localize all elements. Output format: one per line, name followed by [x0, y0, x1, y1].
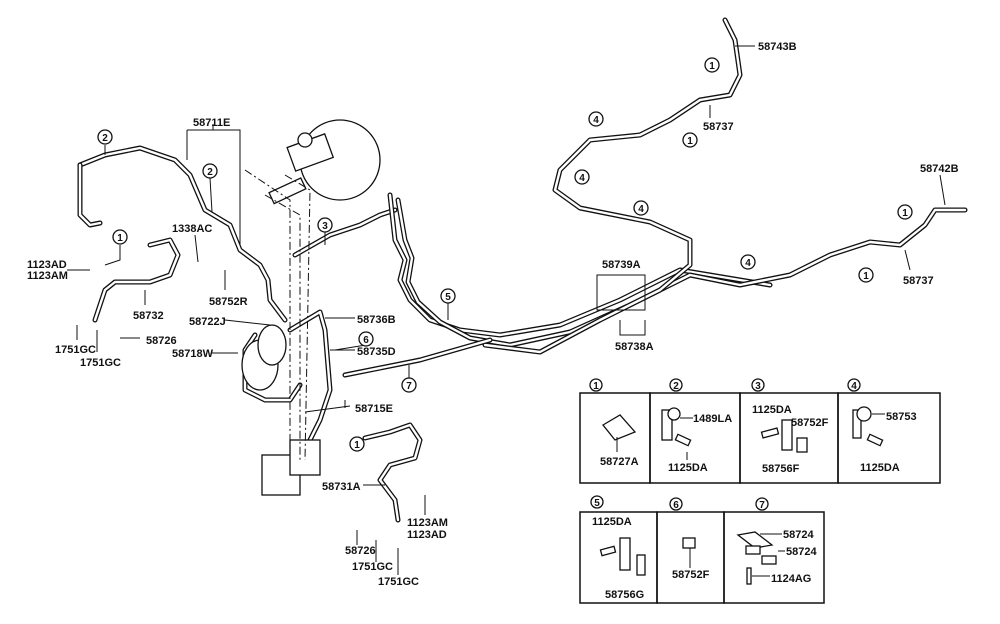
svg-text:4: 4 [593, 115, 599, 126]
label-1123AD: 1123AD [407, 529, 447, 541]
callout-2-mid: 2 [202, 163, 218, 179]
svg-text:1: 1 [354, 440, 360, 451]
svg-text:6: 6 [673, 500, 679, 511]
svg-text:1125DA: 1125DA [752, 404, 792, 416]
svg-text:1: 1 [863, 271, 869, 282]
svg-text:1: 1 [117, 233, 123, 244]
svg-text:1125DA: 1125DA [668, 462, 708, 474]
svg-text:1: 1 [902, 208, 908, 219]
callout-1-right: 1 [897, 204, 913, 220]
part-labels: 58711E 58743B 58737 58742B 58737 1338AC … [27, 41, 959, 588]
svg-text:58727A: 58727A [600, 456, 639, 468]
detail-box-4: 4 58753 1125DA [837, 378, 941, 484]
label-58726: 58726 [345, 545, 376, 557]
label-58711E: 58711E [193, 117, 230, 129]
label-58742B: 58742B [920, 163, 959, 175]
svg-text:58724: 58724 [783, 529, 814, 541]
callout-1-top2: 1 [682, 132, 698, 148]
detail-box-6: 6 58752F [656, 497, 725, 604]
label-1751GC: 1751GC [55, 344, 96, 356]
label-58737: 58737 [703, 121, 734, 133]
callout-1-left: 1 [112, 229, 128, 245]
svg-text:58756F: 58756F [762, 463, 800, 475]
callout-2-upper: 2 [97, 129, 113, 145]
svg-text:58752F: 58752F [672, 569, 710, 581]
svg-text:3: 3 [755, 381, 761, 392]
svg-text:2: 2 [207, 167, 213, 178]
svg-text:1489LA: 1489LA [693, 413, 732, 425]
callout-4-a: 4 [588, 111, 604, 127]
callout-3: 3 [317, 217, 333, 233]
label-1751GC: 1751GC [352, 561, 393, 573]
label-58722J: 58722J [189, 316, 226, 328]
svg-text:5: 5 [445, 292, 451, 303]
label-58736B: 58736B [357, 314, 396, 326]
label-58715E: 58715E [355, 403, 393, 415]
callout-4-c: 4 [633, 200, 649, 216]
callout-1-right2: 1 [858, 267, 874, 283]
brake-booster [268, 119, 381, 205]
svg-text:58752F: 58752F [791, 417, 829, 429]
label-1123AM: 1123AM [407, 517, 448, 529]
label-58731A: 58731A [322, 481, 361, 493]
callout-1-top: 1 [704, 57, 720, 73]
label-58735D: 58735D [357, 346, 396, 358]
label-58752R: 58752R [209, 296, 248, 308]
svg-text:3: 3 [322, 221, 328, 232]
callout-7: 7 [401, 377, 417, 393]
callout-5: 5 [440, 288, 456, 304]
label-1123AM: 1123AM [27, 270, 68, 282]
detail-box-5: 5 1125DA 58756G [579, 495, 658, 604]
label-1338AC: 1338AC [172, 223, 212, 235]
detail-box-2: 2 1489LA 1125DA [649, 378, 741, 484]
svg-text:1124AG: 1124AG [771, 573, 811, 585]
dashed-guide-lines [244, 169, 311, 461]
svg-text:1: 1 [709, 61, 715, 72]
svg-text:5: 5 [594, 498, 600, 509]
abs-hydraulic-unit [241, 324, 321, 496]
svg-text:7: 7 [406, 381, 412, 392]
svg-text:58756G: 58756G [605, 589, 644, 601]
svg-text:4: 4 [638, 204, 644, 215]
brake-pipes [77, 17, 968, 523]
svg-text:2: 2 [673, 381, 679, 392]
label-58718W: 58718W [172, 348, 214, 360]
svg-text:4: 4 [745, 258, 751, 269]
svg-text:6: 6 [363, 335, 369, 346]
svg-text:58753: 58753 [886, 411, 917, 423]
callout-1-bottom: 1 [349, 436, 365, 452]
label-1751GC: 1751GC [80, 357, 121, 369]
label-58738A: 58738A [615, 341, 654, 353]
label-1123AD: 1123AD [27, 259, 67, 271]
label-58743B: 58743B [758, 41, 797, 53]
detail-box-1: 1 58727A [579, 378, 651, 484]
svg-text:1: 1 [593, 381, 599, 392]
callout-4-b: 4 [574, 169, 590, 185]
detail-box-3: 3 1125DA 58752F 58756F [739, 378, 839, 484]
svg-text:2: 2 [102, 133, 108, 144]
svg-text:1125DA: 1125DA [860, 462, 900, 474]
label-58737: 58737 [903, 275, 934, 287]
svg-text:58724: 58724 [786, 546, 817, 558]
label-1751GC: 1751GC [378, 576, 419, 588]
leader-lines [67, 45, 946, 575]
label-58726: 58726 [146, 335, 177, 347]
label-58739A: 58739A [602, 259, 641, 271]
svg-text:4: 4 [579, 173, 585, 184]
detail-box-7: 7 58724 58724 1124AG [723, 497, 825, 604]
callout-6: 6 [358, 331, 374, 347]
svg-text:4: 4 [851, 381, 857, 392]
svg-text:1125DA: 1125DA [592, 516, 632, 528]
svg-text:1: 1 [687, 136, 693, 147]
label-58732: 58732 [133, 310, 164, 322]
callout-4-d: 4 [740, 254, 756, 270]
svg-text:7: 7 [759, 500, 765, 511]
